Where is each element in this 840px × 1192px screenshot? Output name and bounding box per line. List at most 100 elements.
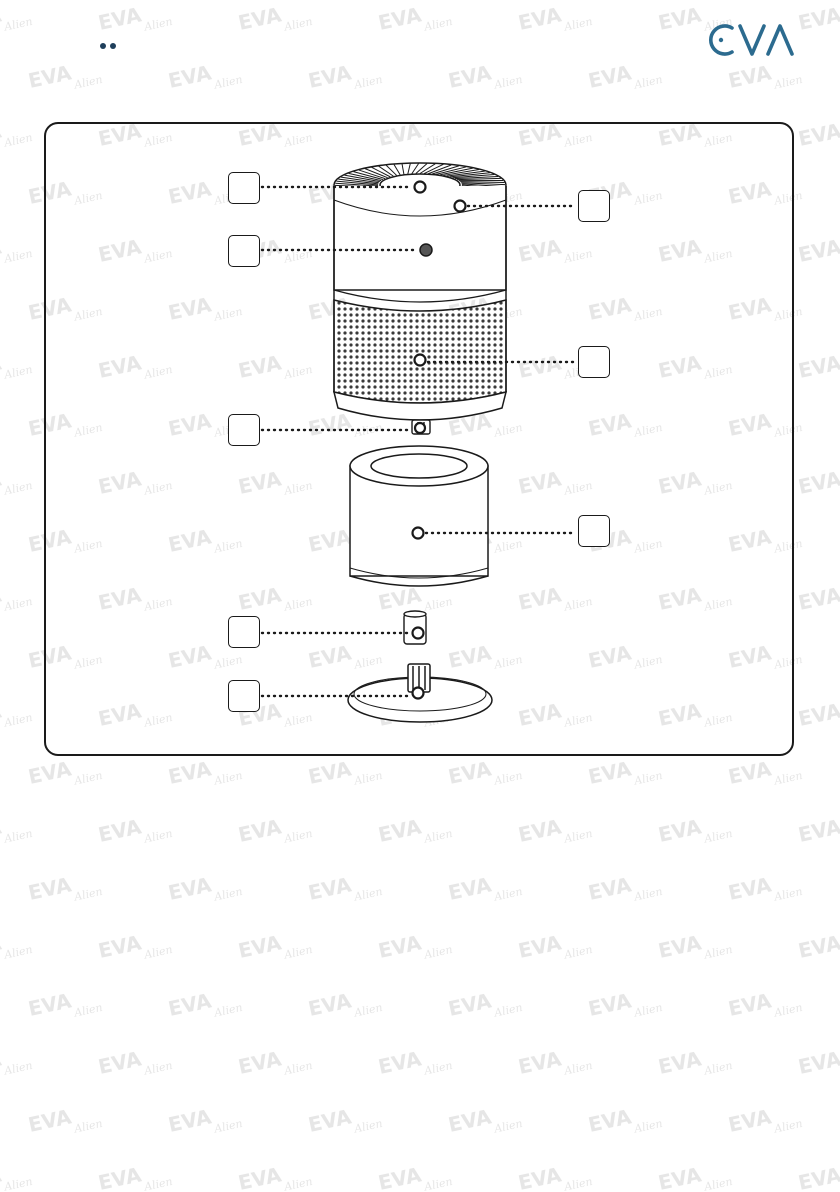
- svg-text:Alien: Alien: [702, 247, 734, 266]
- base-plate: [347, 663, 493, 723]
- callout-box-2: [228, 235, 260, 267]
- svg-text:Alien: Alien: [2, 827, 34, 846]
- svg-text:Alien: Alien: [142, 247, 174, 266]
- svg-text:Alien: Alien: [702, 479, 734, 498]
- svg-text:Alien: Alien: [702, 1059, 734, 1078]
- svg-text:Alien: Alien: [352, 1117, 384, 1136]
- callout-box-5: [228, 680, 260, 712]
- svg-text:Alien: Alien: [492, 1001, 524, 1020]
- svg-text:Alien: Alien: [212, 885, 244, 904]
- leader-lines: [260, 185, 578, 698]
- svg-text:Alien: Alien: [422, 827, 454, 846]
- svg-text:Alien: Alien: [772, 421, 804, 440]
- svg-text:Alien: Alien: [282, 15, 314, 34]
- svg-text:Alien: Alien: [212, 1001, 244, 1020]
- svg-text:Alien: Alien: [772, 73, 804, 92]
- svg-text:Alien: Alien: [632, 1117, 664, 1136]
- svg-text:Alien: Alien: [772, 189, 804, 208]
- svg-text:Alien: Alien: [2, 595, 34, 614]
- svg-text:Alien: Alien: [2, 131, 34, 150]
- svg-text:Alien: Alien: [702, 711, 734, 730]
- svg-text:Alien: Alien: [632, 421, 664, 440]
- svg-text:Alien: Alien: [632, 305, 664, 324]
- svg-text:Alien: Alien: [282, 827, 314, 846]
- svg-text:Alien: Alien: [72, 1117, 104, 1136]
- svg-text:Alien: Alien: [632, 653, 664, 672]
- svg-text:Alien: Alien: [632, 885, 664, 904]
- callout-box-7: [578, 346, 610, 378]
- svg-text:Alien: Alien: [2, 247, 34, 266]
- svg-text:Alien: Alien: [492, 769, 524, 788]
- svg-text:Alien: Alien: [282, 1175, 314, 1192]
- svg-text:Alien: Alien: [562, 943, 594, 962]
- svg-text:Alien: Alien: [702, 363, 734, 382]
- svg-text:Alien: Alien: [282, 943, 314, 962]
- svg-text:Alien: Alien: [632, 537, 664, 556]
- svg-text:Alien: Alien: [352, 73, 384, 92]
- svg-text:Alien: Alien: [702, 131, 734, 150]
- svg-text:Alien: Alien: [142, 711, 174, 730]
- svg-text:Alien: Alien: [2, 1175, 34, 1192]
- svg-text:Alien: Alien: [562, 1059, 594, 1078]
- svg-text:Alien: Alien: [2, 15, 34, 34]
- svg-text:Alien: Alien: [72, 653, 104, 672]
- svg-text:Alien: Alien: [142, 595, 174, 614]
- svg-text:Alien: Alien: [562, 15, 594, 34]
- svg-text:Alien: Alien: [492, 421, 524, 440]
- hepa-filter: [349, 445, 489, 587]
- callout-box-1: [228, 172, 260, 204]
- svg-text:Alien: Alien: [772, 305, 804, 324]
- svg-text:Alien: Alien: [702, 943, 734, 962]
- svg-text:Alien: Alien: [492, 653, 524, 672]
- svg-text:Alien: Alien: [282, 711, 314, 730]
- svg-text:Alien: Alien: [422, 15, 454, 34]
- svg-text:Alien: Alien: [702, 1175, 734, 1192]
- svg-text:Alien: Alien: [422, 1059, 454, 1078]
- svg-text:Alien: Alien: [282, 479, 314, 498]
- svg-text:Alien: Alien: [2, 479, 34, 498]
- svg-text:Alien: Alien: [772, 885, 804, 904]
- svg-text:Alien: Alien: [562, 131, 594, 150]
- svg-text:Alien: Alien: [212, 305, 244, 324]
- svg-text:Alien: Alien: [72, 1001, 104, 1020]
- svg-text:Alien: Alien: [632, 189, 664, 208]
- svg-text:Alien: Alien: [352, 769, 384, 788]
- svg-text:Alien: Alien: [702, 827, 734, 846]
- callout-markers: [411, 180, 467, 700]
- svg-text:Alien: Alien: [142, 827, 174, 846]
- svg-text:Alien: Alien: [772, 1001, 804, 1020]
- svg-text:Alien: Alien: [492, 537, 524, 556]
- purifier-body: [332, 162, 508, 421]
- svg-text:Alien: Alien: [2, 363, 34, 382]
- diagram-panel: [44, 122, 794, 756]
- svg-text:Alien: Alien: [492, 885, 524, 904]
- svg-text:Alien: Alien: [772, 653, 804, 672]
- svg-text:Alien: Alien: [562, 827, 594, 846]
- svg-text:Alien: Alien: [492, 73, 524, 92]
- svg-text:Alien: Alien: [72, 421, 104, 440]
- svg-text:Alien: Alien: [562, 247, 594, 266]
- callout-box-3: [228, 414, 260, 446]
- svg-text:Alien: Alien: [772, 769, 804, 788]
- svg-text:Alien: Alien: [772, 537, 804, 556]
- svg-text:Alien: Alien: [562, 479, 594, 498]
- svg-text:Alien: Alien: [142, 15, 174, 34]
- svg-text:Alien: Alien: [352, 885, 384, 904]
- callout-box-6: [578, 190, 610, 222]
- header-dots-icon: [100, 34, 120, 53]
- svg-text:Alien: Alien: [212, 537, 244, 556]
- svg-text:Alien: Alien: [422, 943, 454, 962]
- svg-text:Alien: Alien: [422, 1175, 454, 1192]
- svg-text:Alien: Alien: [142, 1059, 174, 1078]
- svg-text:Alien: Alien: [352, 421, 384, 440]
- callout-box-4: [228, 616, 260, 648]
- svg-text:Alien: Alien: [72, 537, 104, 556]
- svg-text:Alien: Alien: [632, 769, 664, 788]
- svg-text:Alien: Alien: [72, 885, 104, 904]
